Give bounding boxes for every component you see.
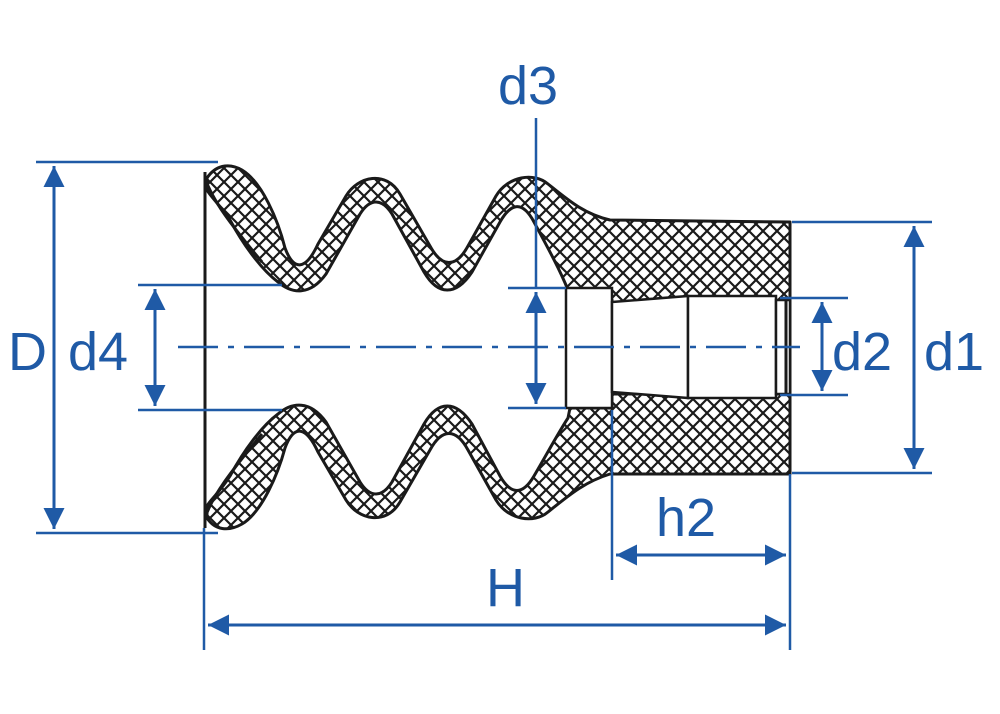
label-H: H bbox=[486, 558, 525, 618]
dimension-d1: d1 bbox=[792, 220, 984, 475]
bellows-lower-wall bbox=[205, 392, 792, 531]
dimension-D: D bbox=[8, 160, 218, 535]
label-d2: d2 bbox=[832, 322, 892, 382]
dimension-d4: d4 bbox=[68, 283, 282, 412]
rim-bottom-edge bbox=[203, 433, 264, 519]
dimension-d3: d3 bbox=[498, 56, 566, 410]
label-d3: d3 bbox=[498, 56, 558, 116]
dimension-h2: h2 bbox=[610, 410, 792, 650]
label-d4: d4 bbox=[68, 322, 128, 382]
rim-top-edge bbox=[203, 177, 264, 263]
dimension-d2: d2 bbox=[780, 296, 892, 397]
label-h2: h2 bbox=[656, 488, 716, 548]
label-d1: d1 bbox=[924, 322, 984, 382]
label-D: D bbox=[8, 322, 47, 382]
dimension-H: H bbox=[202, 528, 786, 650]
